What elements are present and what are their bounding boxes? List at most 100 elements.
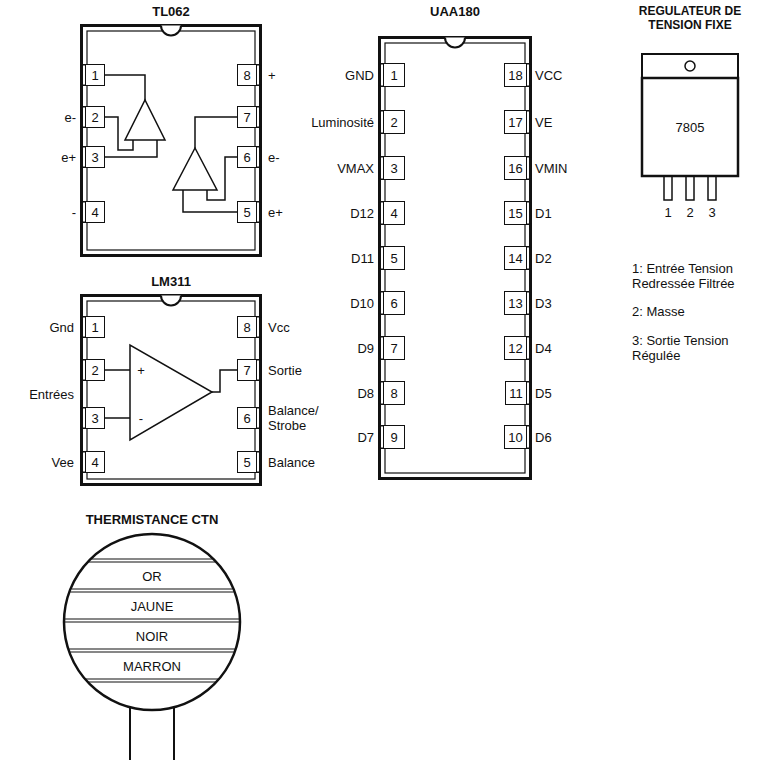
pin-number: 14	[508, 251, 522, 266]
pin-leg	[257, 451, 262, 453]
opamp-symbol	[173, 148, 217, 190]
pin-number-box: 2	[383, 110, 405, 134]
wire	[183, 190, 237, 212]
component-title: THERMISTANCE CTN	[60, 512, 244, 528]
pin-number-box: 2	[85, 106, 105, 128]
pin-label: D7	[357, 430, 374, 445]
ic-package: LM31112345678	[80, 274, 262, 486]
comparator	[105, 345, 237, 440]
pin-number: 17	[508, 115, 522, 130]
chip-name: LM311	[80, 274, 262, 290]
pin-leg	[257, 85, 262, 87]
pin-label: VE	[535, 115, 552, 130]
pin-number-box: 17	[504, 110, 527, 134]
package-outer-edge	[380, 38, 531, 479]
band-divider	[89, 681, 216, 682]
pin-number: 7	[243, 110, 250, 125]
pin-leg	[257, 472, 262, 474]
pin-number: 18	[508, 68, 522, 83]
pin-number: 16	[508, 161, 522, 176]
wire	[105, 140, 157, 157]
pin-label: VCC	[535, 68, 562, 83]
pin-label: D9	[357, 341, 374, 356]
input-sign: +	[137, 363, 145, 378]
package-outline	[80, 274, 262, 486]
pin-number: 3	[91, 150, 98, 165]
pin-number: 3	[91, 411, 98, 426]
pin-number: 11	[509, 386, 523, 401]
component-title: REGULATEUR DE TENSION FIXE	[630, 4, 750, 32]
pin-leg	[527, 404, 532, 406]
pin-leg	[257, 359, 262, 361]
pin-number-box: 6	[237, 146, 257, 168]
pin-number: 6	[243, 150, 250, 165]
thermistor-body: THERMISTANCE CTNORJAUNENOIRMARRON	[60, 512, 244, 712]
pin-number-box: 6	[237, 407, 257, 429]
package-inner-edge	[87, 301, 255, 479]
regulator-body	[642, 78, 738, 176]
pin-number: 8	[243, 68, 250, 83]
lead	[173, 706, 175, 760]
pin-number: 6	[243, 411, 250, 426]
heatsink-tab	[642, 54, 738, 78]
pin-label: D2	[535, 251, 552, 266]
pin-number: 7	[390, 341, 397, 356]
pin-leg	[257, 222, 262, 224]
lead-description: 2: Masse	[632, 304, 685, 319]
band-divider	[89, 561, 216, 562]
pin-label: Sortie	[268, 363, 302, 378]
opamp-symbol	[125, 100, 165, 140]
pin-number: 2	[390, 115, 397, 130]
pin-leg	[257, 201, 262, 203]
pin-label: e+	[61, 150, 76, 165]
lead-description: 1: Entrée Tension Redressée Filtrée	[632, 261, 772, 291]
comparator-symbol	[130, 345, 212, 440]
pin-number: 1	[91, 68, 98, 83]
pin-number: 4	[91, 205, 98, 220]
pin-label: D10	[350, 296, 374, 311]
pin-label: D8	[357, 386, 374, 401]
pin-number: 5	[243, 205, 250, 220]
pin-label: VMIN	[535, 161, 568, 176]
lead-number: 1	[664, 205, 671, 220]
pin-number-box: 10	[504, 425, 527, 449]
pin-number-box: 8	[383, 381, 405, 405]
pin-number-box: 11	[505, 381, 527, 405]
wire	[105, 417, 130, 419]
ic-package: UAA180123456789101112131415161718	[378, 4, 532, 480]
chip-name: TL062	[80, 4, 262, 20]
pin-leg	[527, 359, 532, 361]
pin-number: 15	[508, 206, 522, 221]
pin-number-box: 8	[237, 316, 257, 338]
pin-label: D3	[535, 296, 552, 311]
pin-number: 4	[91, 455, 98, 470]
ic-package: TL062 1 2 3 4 5 6 7 8	[80, 4, 262, 257]
pin-number-box: 14	[504, 246, 527, 270]
pin-leg	[527, 201, 532, 203]
package-notch	[161, 296, 181, 306]
band-divider	[86, 678, 218, 679]
pin-number: 12	[508, 341, 522, 356]
pin-number: 13	[508, 296, 522, 311]
pin-number-box: 3	[85, 146, 105, 168]
mounting-hole	[685, 61, 695, 71]
pin-number-box: 1	[383, 63, 405, 87]
package-notch	[161, 26, 181, 36]
pin-number: 1	[91, 320, 98, 335]
pin-leg	[257, 407, 262, 409]
color-band: NOIR	[100, 623, 204, 649]
package-outer-edge	[82, 296, 261, 485]
pin-leg	[527, 291, 532, 293]
lead-description: 3: Sortie Tension Régulée	[632, 333, 772, 363]
pin-number: 4	[390, 206, 397, 221]
pin-number: 1	[390, 68, 397, 83]
pin-number-box: 4	[383, 201, 405, 225]
pin-label: D4	[535, 341, 552, 356]
band-divider	[65, 621, 239, 622]
pin-label: e+	[268, 205, 283, 220]
pin-number-box: 7	[237, 106, 257, 128]
pin-number: 3	[390, 161, 397, 176]
pin-label: D6	[535, 430, 552, 445]
band-divider	[65, 618, 239, 619]
